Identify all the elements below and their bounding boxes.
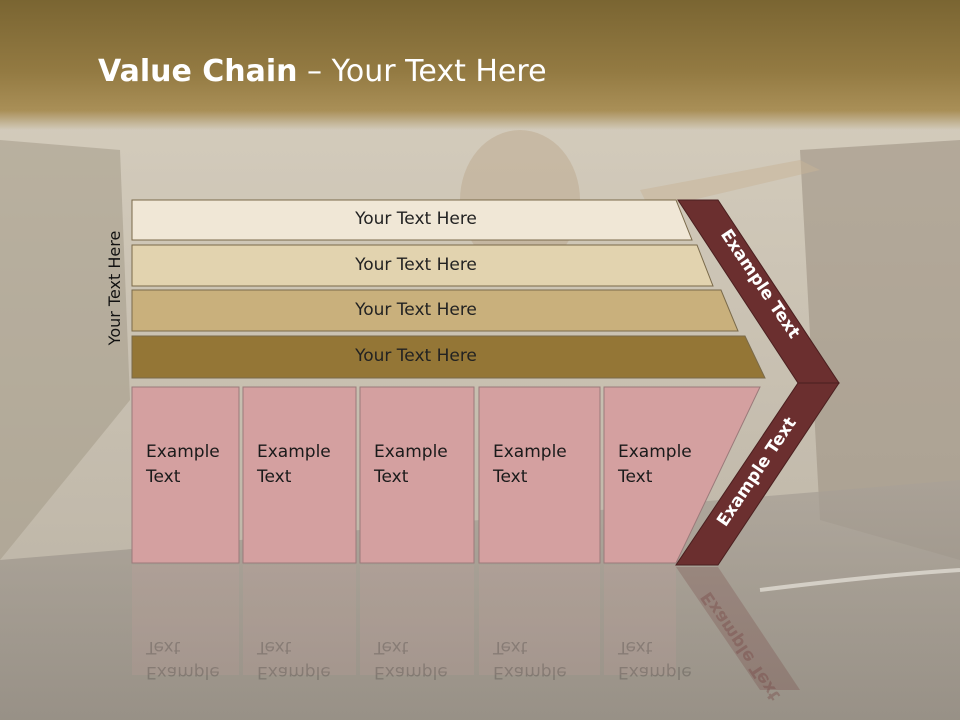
box-label-line1: Example xyxy=(493,442,567,462)
box-reflection-label-3: Example Text xyxy=(374,634,448,684)
box-reflection-4 xyxy=(479,565,600,675)
activity-box-4 xyxy=(478,386,601,564)
title-bar xyxy=(0,0,960,130)
chain-bar-2 xyxy=(131,244,714,287)
box-reflection-3 xyxy=(360,565,474,675)
title-bold: Value Chain xyxy=(98,54,298,89)
activity-box-2 xyxy=(242,386,357,564)
reflection-line2: Text xyxy=(618,637,653,657)
box-label-line1: Example xyxy=(146,442,220,462)
reflection-line1: Example xyxy=(146,662,220,682)
box-label-line2: Text xyxy=(493,467,528,487)
reflection-line1: Example xyxy=(374,662,448,682)
activity-box-5 xyxy=(603,386,761,564)
box-label-line2: Text xyxy=(257,467,292,487)
box-reflection-2 xyxy=(243,565,356,675)
box-reflection-label-5: Example Text xyxy=(618,634,692,684)
chain-bar-3 xyxy=(131,289,739,332)
box-label-line1: Example xyxy=(374,442,448,462)
activity-box-1 xyxy=(131,386,240,564)
box-reflection-label-2: Example Text xyxy=(257,634,331,684)
reflection-line1: Example xyxy=(618,662,692,682)
reflection-line2: Text xyxy=(493,637,528,657)
chevron-lower xyxy=(675,382,840,566)
box-label-line2: Text xyxy=(618,467,653,487)
bar-label-2: Your Text Here xyxy=(355,254,477,275)
bar-label-4: Your Text Here xyxy=(355,346,477,366)
box-reflection-label-4: Example Text xyxy=(493,634,567,684)
title-rest: – Your Text Here xyxy=(297,54,547,89)
bar-label-1: Your Text Here xyxy=(355,209,477,229)
reflection-line2: Text xyxy=(146,637,181,657)
box-reflection-1 xyxy=(132,565,239,675)
box-reflection-label-1: Example Text xyxy=(146,634,220,684)
chain-bar-4 xyxy=(131,335,766,379)
bar-label-3: Your Text Here xyxy=(355,299,477,320)
chain-bar-1 xyxy=(131,199,693,241)
box-label-line1: Example xyxy=(257,442,331,462)
chevron-reflection xyxy=(676,567,800,690)
reflection-line1: Example xyxy=(257,662,331,682)
box-reflection-5 xyxy=(604,565,676,675)
slide-title: Value Chain – Your Text Here xyxy=(98,54,547,89)
reflection-line2: Text xyxy=(374,637,409,657)
reflection-line1: Example xyxy=(493,662,567,682)
box-label-line2: Text xyxy=(146,467,181,487)
box-label-line2: Text xyxy=(374,467,409,487)
box-label-line1: Example xyxy=(618,442,692,462)
reflection-line2: Text xyxy=(257,637,292,657)
activity-box-3 xyxy=(359,386,475,564)
